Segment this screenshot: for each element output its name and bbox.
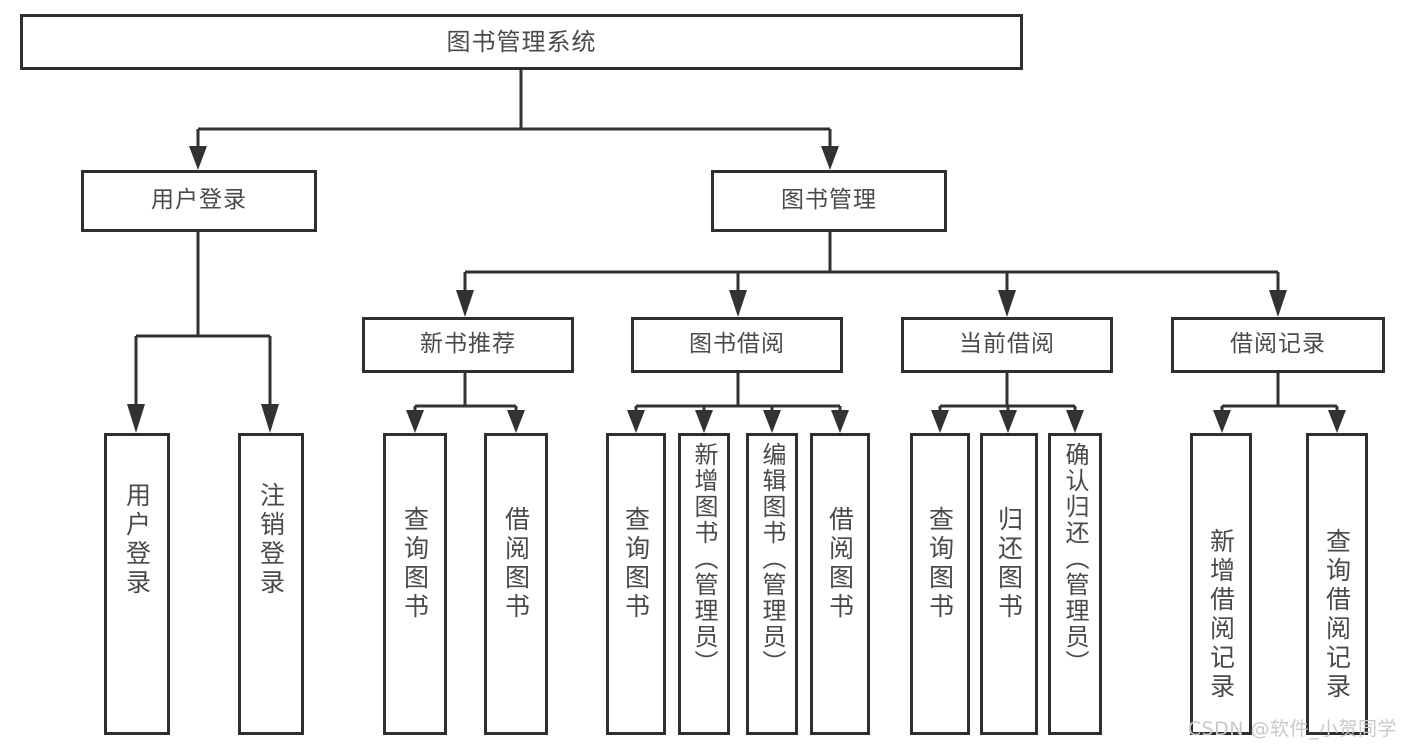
node-current-borrow[interactable]: 当前借阅 xyxy=(901,317,1113,373)
node-label: 借阅记录 xyxy=(1230,331,1326,358)
arrow-record-l1 xyxy=(1213,410,1231,433)
node-label: 注销登录 xyxy=(256,482,286,598)
leaf-new-book-borrow-book[interactable]: 借阅图书 xyxy=(484,433,548,735)
arrow-borrow-l4 xyxy=(831,410,849,433)
leaf-record-add-borrow-record[interactable]: 新增借阅记录 xyxy=(1190,433,1252,735)
arrow-userlogin-l1 xyxy=(127,404,145,433)
node-label: 查询图书 xyxy=(400,506,430,622)
arrow-root-to-user-login xyxy=(189,146,207,170)
leaf-current-query-book[interactable]: 查询图书 xyxy=(910,433,970,735)
arrow-borrow-l1 xyxy=(627,410,645,433)
leaf-record-query-borrow-record[interactable]: 查询借阅记录 xyxy=(1306,433,1368,735)
node-label: 图书管理 xyxy=(781,187,877,214)
node-label: 用户登录 xyxy=(151,187,247,214)
arrow-newbook-l1 xyxy=(406,410,424,433)
node-label: 借阅图书 xyxy=(501,506,531,622)
node-label: 当前借阅 xyxy=(959,331,1055,358)
arrow-current-l2 xyxy=(999,410,1017,433)
leaf-current-confirm-return-admin[interactable]: 确认归还（管理员） xyxy=(1048,433,1102,735)
arrow-root-to-book-mgmt xyxy=(821,146,839,170)
node-label: 图书借阅 xyxy=(689,331,785,358)
node-root-book-management-system[interactable]: 图书管理系统 xyxy=(20,14,1023,70)
node-label: 查询图书 xyxy=(925,506,955,622)
node-book-management[interactable]: 图书管理 xyxy=(711,170,947,232)
node-book-borrow[interactable]: 图书借阅 xyxy=(631,317,843,373)
arrow-current-l3 xyxy=(1066,410,1084,433)
node-label: 查询图书 xyxy=(621,506,651,622)
node-label: 图书管理系统 xyxy=(446,27,597,56)
arrow-userlogin-l2 xyxy=(261,404,279,433)
node-label: 新增图书（管理员） xyxy=(690,442,718,676)
arrow-current-l1 xyxy=(931,410,949,433)
leaf-current-return-book[interactable]: 归还图书 xyxy=(980,433,1038,735)
leaf-new-book-query-book[interactable]: 查询图书 xyxy=(383,433,447,735)
node-new-book-recommend[interactable]: 新书推荐 xyxy=(362,317,574,373)
leaf-borrow-borrow-book[interactable]: 借阅图书 xyxy=(810,433,870,735)
arrow-newbook-l2 xyxy=(507,410,525,433)
arrow-borrow-l3 xyxy=(763,410,781,433)
node-label: 确认归还（管理员） xyxy=(1061,442,1089,676)
leaf-borrow-edit-book-admin[interactable]: 编辑图书（管理员） xyxy=(746,433,798,735)
watermark-text: CSDN @软件_小贺同学 xyxy=(1187,718,1397,740)
arrow-bookmgmt-b2 xyxy=(729,290,747,317)
node-label: 查询借阅记录 xyxy=(1322,528,1352,702)
node-label: 用户登录 xyxy=(122,482,152,598)
arrow-bookmgmt-b4 xyxy=(1269,290,1287,317)
node-borrow-record[interactable]: 借阅记录 xyxy=(1171,317,1385,373)
leaf-borrow-query-book[interactable]: 查询图书 xyxy=(606,433,666,735)
arrow-bookmgmt-b1 xyxy=(456,290,474,317)
node-label: 新书推荐 xyxy=(420,331,516,358)
node-label: 编辑图书（管理员） xyxy=(758,442,786,676)
leaf-user-login-logout[interactable]: 注销登录 xyxy=(238,433,304,735)
arrow-record-l2 xyxy=(1328,410,1346,433)
node-label: 归还图书 xyxy=(994,506,1024,622)
node-label: 新增借阅记录 xyxy=(1206,528,1236,702)
arrow-bookmgmt-b3 xyxy=(998,290,1016,317)
node-label: 借阅图书 xyxy=(825,506,855,622)
leaf-borrow-add-book-admin[interactable]: 新增图书（管理员） xyxy=(678,433,730,735)
leaf-user-login-login[interactable]: 用户登录 xyxy=(104,433,170,735)
arrow-borrow-l2 xyxy=(695,410,713,433)
node-user-login[interactable]: 用户登录 xyxy=(81,170,317,232)
